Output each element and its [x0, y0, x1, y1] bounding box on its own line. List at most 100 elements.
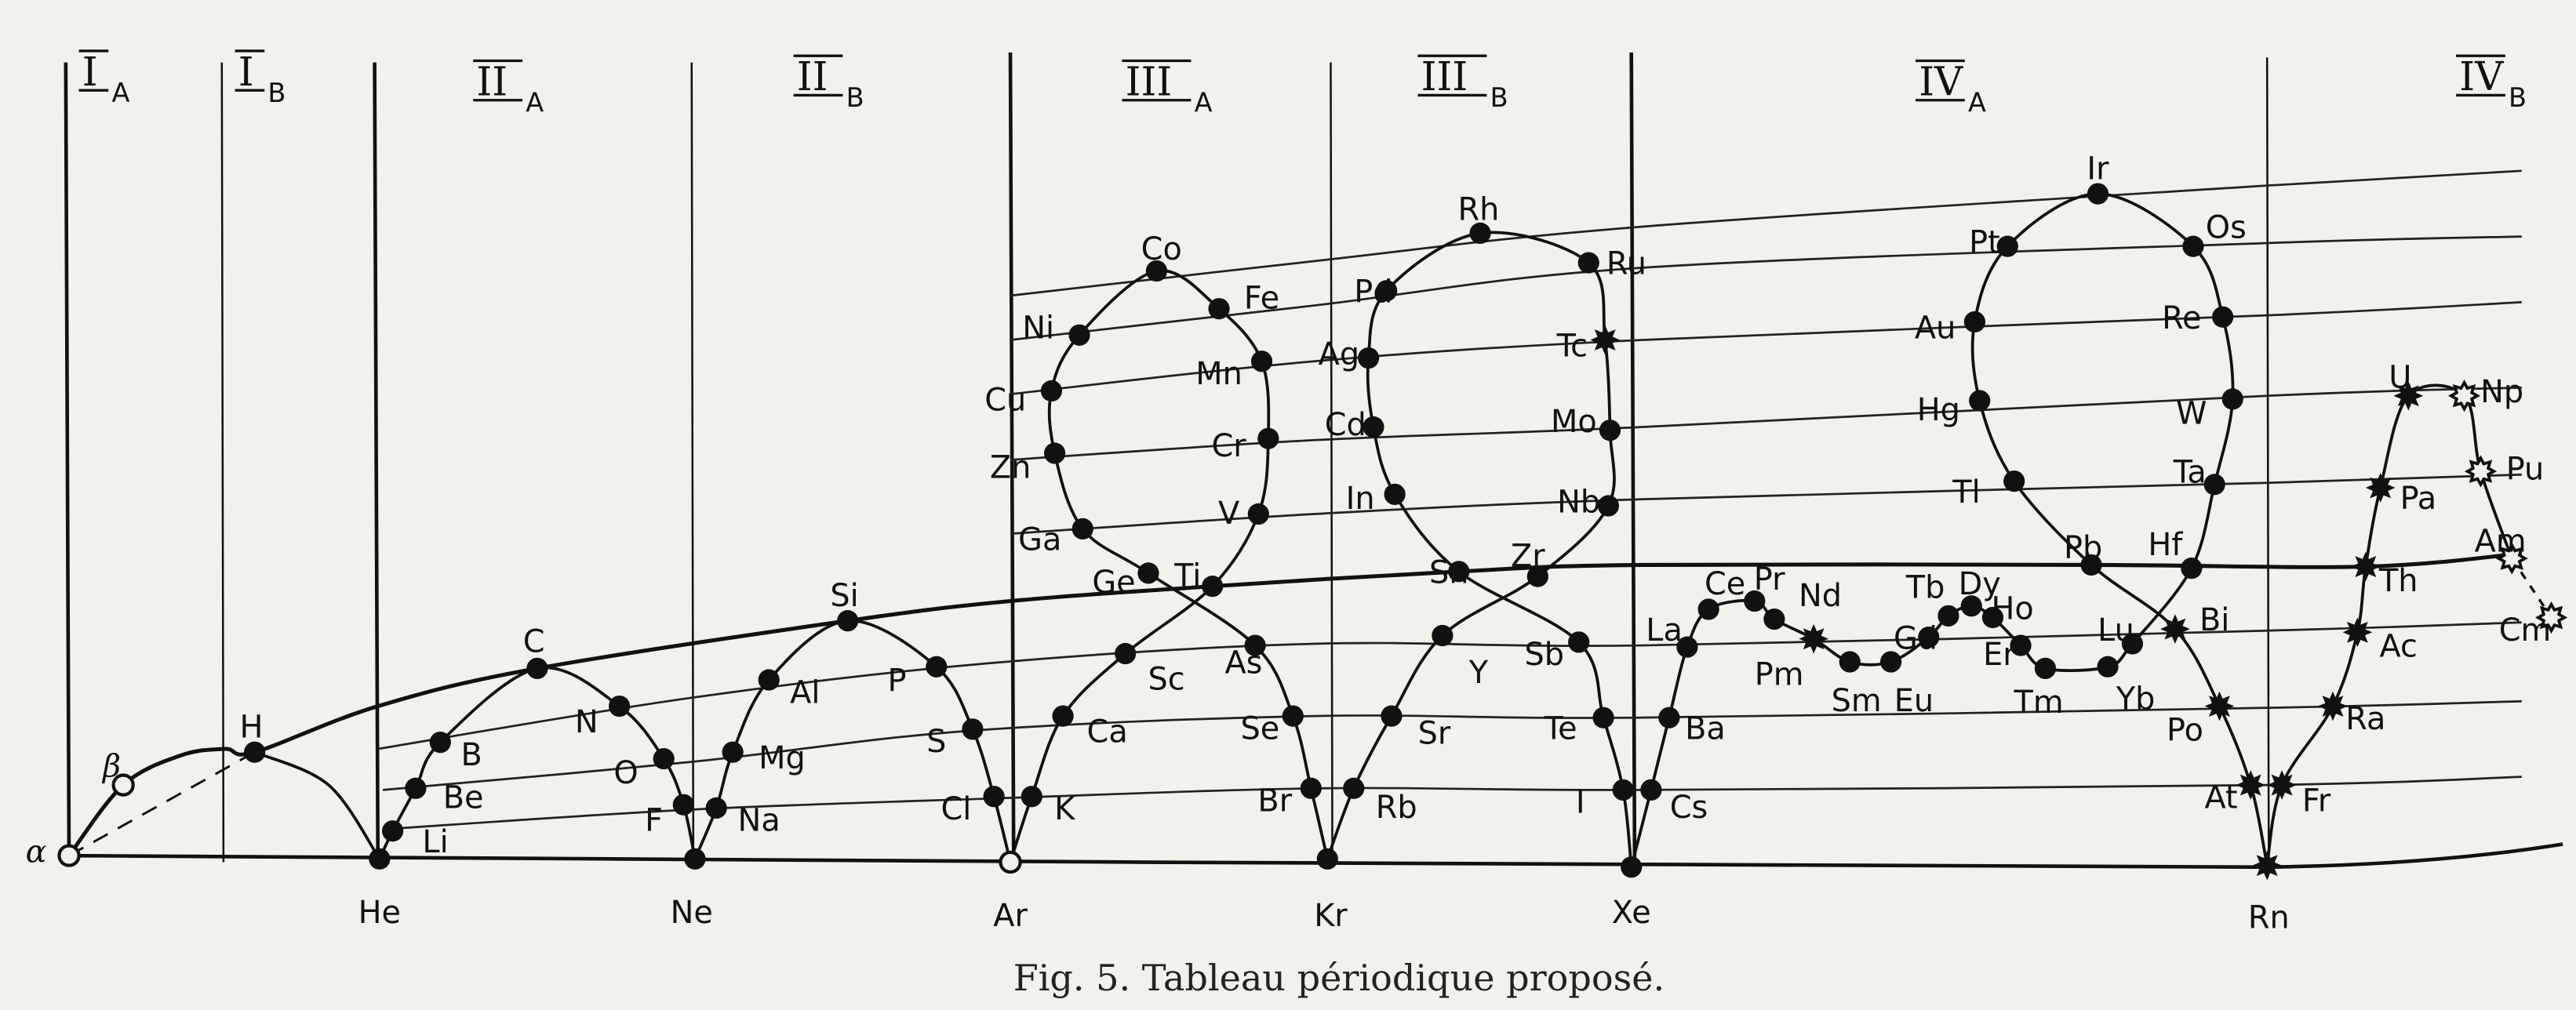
element-symbol: α: [26, 834, 47, 870]
filled-dot-marker: [244, 741, 266, 763]
group-numeral: II: [476, 58, 508, 104]
element-symbol: Sm: [1832, 683, 1882, 719]
element-tc: Tc: [1556, 325, 1621, 364]
group-numeral: IV: [2459, 53, 2505, 100]
filled-dot-marker: [2003, 470, 2025, 492]
group-subscript: B: [267, 78, 286, 108]
element-symbol: Al: [790, 674, 820, 710]
element-symbol: Br: [1257, 783, 1292, 819]
element-symbol: Si: [830, 578, 858, 614]
element-symbol: Pa: [2400, 481, 2437, 517]
filled-star-marker: [2160, 614, 2190, 644]
element-c: C: [523, 623, 548, 679]
element-symbol: Mo: [1551, 404, 1597, 440]
filled-dot-marker: [1981, 606, 2004, 629]
element-symbol: Pu: [2506, 452, 2545, 488]
element-er: Er: [1983, 634, 2032, 673]
element-symbol: B: [460, 737, 482, 773]
element-symbol: Pt: [1969, 225, 2000, 261]
element-symbol: U: [2389, 359, 2411, 395]
element-mn: Mn: [1195, 351, 1273, 392]
filled-star-marker: [2204, 691, 2235, 721]
group-divider-line: [2265, 57, 2270, 863]
group-subscript: A: [111, 78, 129, 108]
filled-dot-marker: [1918, 626, 1940, 649]
filled-dot-marker: [429, 732, 451, 754]
element-symbol: Sc: [1148, 662, 1184, 698]
element-symbol: Os: [2206, 210, 2247, 246]
filled-dot-marker: [1612, 779, 1634, 801]
filled-dot-marker: [1839, 651, 1861, 673]
filled-dot-marker: [1597, 495, 1620, 517]
element-se: Se: [1241, 705, 1304, 747]
element-ca: Ca: [1052, 705, 1128, 750]
element-si: Si: [830, 578, 859, 632]
filled-dot-marker: [1469, 222, 1491, 245]
element-symbol: Ta: [2173, 455, 2207, 491]
element-symbol: Am: [2475, 524, 2527, 560]
element-ne: Ne: [671, 848, 713, 931]
group-divider-line: [373, 62, 380, 863]
element-p: P: [888, 656, 948, 699]
filled-dot-marker: [1592, 707, 1614, 728]
element-symbol: V: [1218, 496, 1239, 532]
filled-dot-marker: [1250, 351, 1273, 372]
filled-dot-marker: [1658, 707, 1680, 728]
filled-star-marker: [1799, 623, 1829, 654]
element-symbol: Ce: [1705, 566, 1745, 602]
filled-dot-marker: [1448, 561, 1470, 583]
group-subscript: A: [1968, 87, 1986, 118]
element-ti: Ti: [1173, 558, 1224, 598]
element-ce: Ce: [1697, 566, 1745, 620]
filled-dot-marker: [672, 794, 694, 816]
element-symbol: Cl: [941, 791, 972, 827]
element-beta: β: [101, 749, 135, 797]
filled-dot-marker: [926, 656, 948, 678]
element-symbol: Ar: [993, 898, 1028, 934]
element-be: Be: [405, 777, 484, 816]
filled-star-marker: [2267, 770, 2297, 800]
element-symbol: Mn: [1195, 356, 1243, 392]
element-symbol: I: [1576, 785, 1585, 821]
element-co: Co: [1141, 231, 1182, 282]
element-mo: Mo: [1551, 404, 1621, 441]
element-symbol: Ir: [2087, 151, 2109, 187]
element-th: Th: [2351, 551, 2418, 599]
element-as: As: [1224, 634, 1266, 681]
filled-dot-marker: [962, 718, 984, 740]
noble-gas-baseline: [69, 842, 2563, 870]
element-symbol: Zr: [1511, 539, 1545, 575]
element-symbol: Cr: [1212, 428, 1247, 464]
element-br: Br: [1257, 777, 1322, 819]
element-o: O: [613, 747, 675, 791]
element-symbol: H: [240, 709, 264, 745]
element-symbol: Ba: [1685, 710, 1726, 747]
element-symbol: Yb: [2116, 681, 2156, 718]
element-symbol: Np: [2480, 374, 2523, 410]
element-symbol: Fe: [1244, 281, 1279, 317]
element-cd: Cd: [1325, 407, 1384, 443]
filled-star-marker: [2393, 380, 2424, 411]
element-gd: Gd: [1894, 620, 1940, 656]
filled-dot-marker: [758, 669, 780, 691]
element-nb: Nb: [1557, 484, 1620, 520]
element-rh: Rh: [1458, 192, 1499, 245]
element-at: At: [2205, 770, 2266, 816]
element-symbol: Hf: [2148, 527, 2183, 563]
open-star-marker: [2447, 380, 2481, 412]
filled-dot-marker: [2080, 554, 2102, 576]
filled-dot-marker: [526, 657, 548, 679]
filled-dot-marker: [1282, 705, 1304, 727]
group-divider-line: [1629, 53, 1637, 863]
element-symbol: O: [613, 755, 638, 791]
element-symbol: Au: [1915, 310, 1956, 346]
filled-dot-marker: [1432, 624, 1454, 647]
filled-star-marker: [2342, 617, 2373, 648]
element-cr: Cr: [1212, 427, 1279, 464]
filled-star-marker: [2365, 473, 2396, 503]
element-symbol: Dy: [1959, 566, 2001, 602]
